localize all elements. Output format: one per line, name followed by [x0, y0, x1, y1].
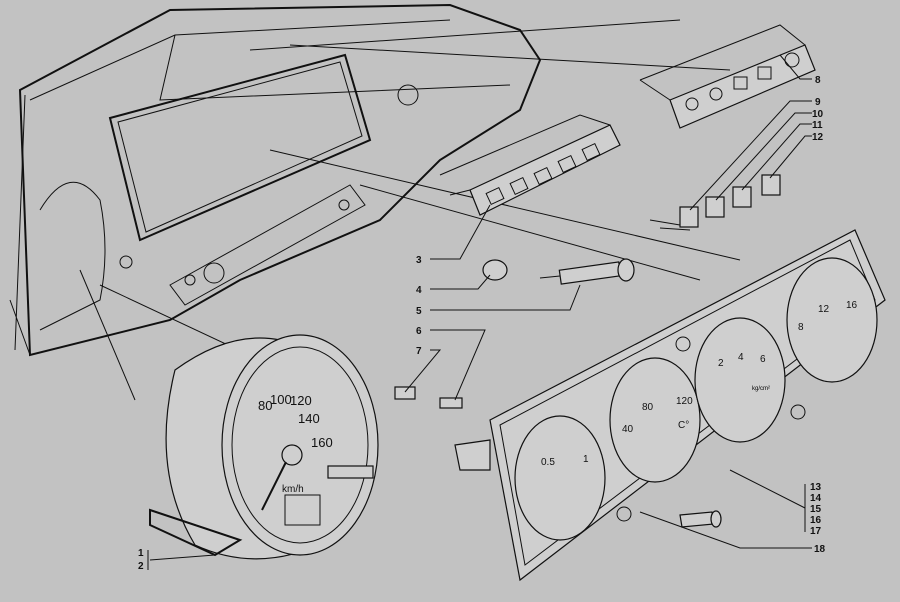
volt-gauge-t8-label: 8 — [798, 322, 804, 333]
callout-8: 8 — [815, 75, 821, 86]
oil-gauge-t2-label: 2 — [718, 358, 724, 369]
speedometer-t140-label: 140 — [298, 411, 320, 426]
callout-6: 6 — [416, 326, 422, 337]
oil-gauge-t6-label: 6 — [760, 354, 766, 365]
speedometer: 80 100 120 140 160 km/h — [149, 334, 379, 560]
speedometer-t160-label: 160 — [311, 435, 333, 450]
callout-1: 1 — [138, 548, 144, 559]
callout-13: 13 — [810, 482, 822, 493]
volt-gauge-t12-label: 12 — [818, 304, 830, 315]
callout-10: 10 — [812, 109, 824, 120]
callout-9: 9 — [815, 97, 821, 108]
callout-7: 7 — [416, 346, 422, 357]
individual-switches — [649, 174, 781, 231]
oil-gauge-unit-label: kg/cm² — [752, 386, 770, 392]
switch-bank-3 — [439, 114, 621, 216]
callout-16: 16 — [810, 515, 822, 526]
speedometer-t100-label: 100 — [270, 392, 292, 407]
callout-3: 3 — [416, 255, 422, 266]
callout-4: 4 — [416, 285, 422, 296]
temp-gauge-t80-label: 80 — [642, 402, 654, 413]
dashboard-panel — [9, 3, 741, 401]
fuel-gauge-t3-label: 1 — [583, 454, 589, 465]
small-parts — [394, 258, 722, 528]
switch-bank-8 — [639, 24, 816, 129]
callout-15: 15 — [810, 504, 822, 515]
leader-lines — [147, 54, 812, 570]
callout-11: 11 — [812, 120, 823, 131]
callout-18: 18 — [814, 544, 826, 555]
instrument-cluster: 0.5 1 40 80 120 C° 2 4 6 kg/cm² 8 12 16 — [454, 229, 886, 582]
callout-17: 17 — [810, 526, 822, 537]
temp-gauge-t40-label: 40 — [622, 424, 634, 435]
speedometer-t80-label: 80 — [258, 398, 272, 413]
callout-2: 2 — [138, 561, 144, 572]
callout-12: 12 — [812, 132, 824, 143]
callout-labels: 1 2 3 4 5 6 7 8 9 10 11 12 13 14 15 16 1… — [138, 75, 826, 572]
volt-gauge-t16-label: 16 — [846, 300, 858, 311]
speedometer-t120-label: 120 — [290, 393, 312, 408]
callout-14: 14 — [810, 493, 822, 504]
oil-gauge-t4-label: 4 — [738, 352, 744, 363]
temp-gauge-unit-label: C° — [678, 420, 689, 431]
temp-gauge-t120-label: 120 — [676, 396, 693, 407]
fuel-gauge-t2-label: 0.5 — [541, 457, 555, 468]
callout-5: 5 — [416, 306, 422, 317]
speedometer-unit-label: km/h — [282, 484, 304, 495]
